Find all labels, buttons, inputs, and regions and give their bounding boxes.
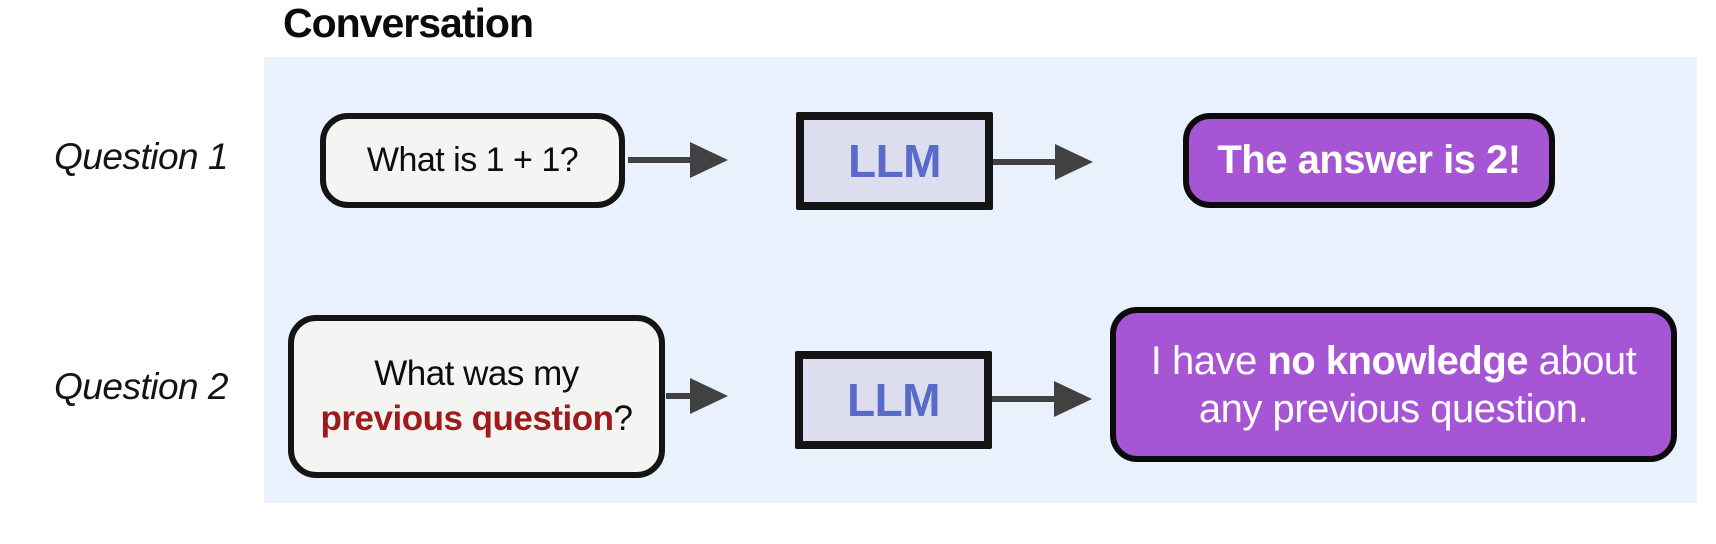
question-2-text: What was my previous question? [321,352,633,442]
answer-2-pre: I have [1150,338,1268,383]
answer-2-line2: any previous question. [1198,386,1589,431]
arrow-right-icon [666,378,728,414]
llm-label: LLM [846,374,941,426]
row-label-question-2: Question 2 [54,366,228,407]
arrow-right-icon [993,144,1093,180]
arrow-right-icon [628,142,728,178]
answer-2-bubble: I have no knowledge about any previous q… [1110,307,1677,462]
answer-2-post: about [1528,338,1637,383]
question-2-bubble: What was my previous question? [288,315,665,478]
answer-2-text: I have no knowledge about any previous q… [1150,337,1637,433]
llm-label: LLM [847,135,942,187]
row-label-question-1: Question 1 [54,136,228,177]
question-1-bubble: What is 1 + 1? [320,113,625,208]
arrow-right-icon [992,381,1092,417]
diagram-title: Conversation [283,0,534,46]
question-1-text: What is 1 + 1? [366,141,579,179]
answer-2-emphasis: no knowledge [1267,338,1529,383]
question-2-line1: What was my [374,353,579,393]
question-2-highlight: previous question [320,398,614,438]
answer-1-bubble: The answer is 2! [1183,113,1555,208]
llm-box-row-2: LLM [795,351,992,449]
question-2-suffix: ? [613,398,633,438]
answer-1-text: The answer is 2! [1217,138,1521,182]
llm-box-row-1: LLM [796,112,993,210]
